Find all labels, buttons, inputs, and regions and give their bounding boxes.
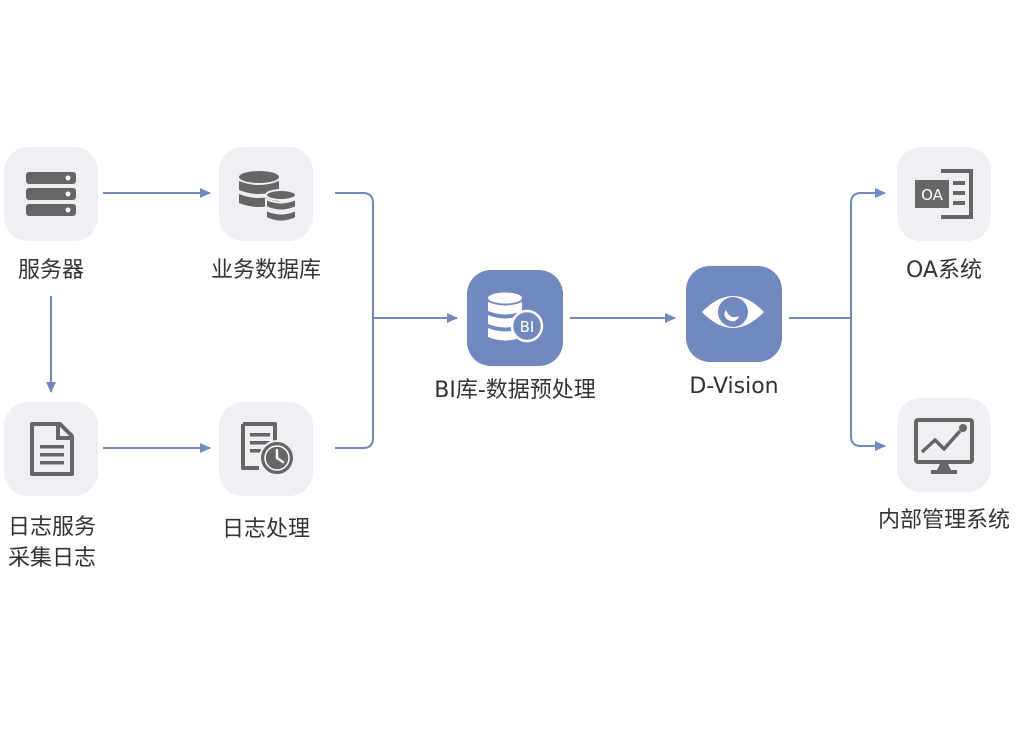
bi-db-node[interactable]: BI xyxy=(467,270,563,366)
log-service-node[interactable] xyxy=(4,402,98,496)
bracket-merge xyxy=(335,192,374,449)
log-service-label-line1: 日志服务 xyxy=(7,515,96,540)
server-icon xyxy=(26,172,76,216)
dvision-label: D-Vision xyxy=(689,374,779,399)
server-label: 服务器 xyxy=(17,258,84,283)
log-processing-node[interactable] xyxy=(219,402,313,496)
arrow-split-to-oa xyxy=(850,188,886,318)
oa-document-icon: OA xyxy=(915,169,973,219)
server-node[interactable] xyxy=(4,147,98,241)
dvision-node[interactable] xyxy=(686,266,782,362)
database-icon xyxy=(239,171,297,223)
monitor-chart-icon xyxy=(914,418,974,474)
internal-management-node[interactable] xyxy=(897,398,991,492)
oa-node[interactable]: OA xyxy=(897,147,991,241)
eye-icon xyxy=(702,296,764,328)
bi-badge-text: BI xyxy=(520,318,535,336)
arrow-split-to-internal xyxy=(850,318,886,451)
bi-db-label: BI库-数据预处理 xyxy=(434,378,596,403)
log-service-label: 日志服务 采集日志 xyxy=(0,512,104,574)
business-db-label: 业务数据库 xyxy=(210,258,321,283)
internal-management-label: 内部管理系统 xyxy=(877,508,1010,533)
bi-database-icon: BI xyxy=(488,292,544,343)
oa-badge-text: OA xyxy=(921,186,944,204)
document-clock-icon xyxy=(241,422,295,476)
document-icon xyxy=(30,422,74,476)
log-service-label-line2: 采集日志 xyxy=(7,546,96,571)
oa-label: OA系统 xyxy=(906,258,982,283)
business-db-node[interactable] xyxy=(219,147,313,241)
log-processing-label: 日志处理 xyxy=(221,517,310,542)
